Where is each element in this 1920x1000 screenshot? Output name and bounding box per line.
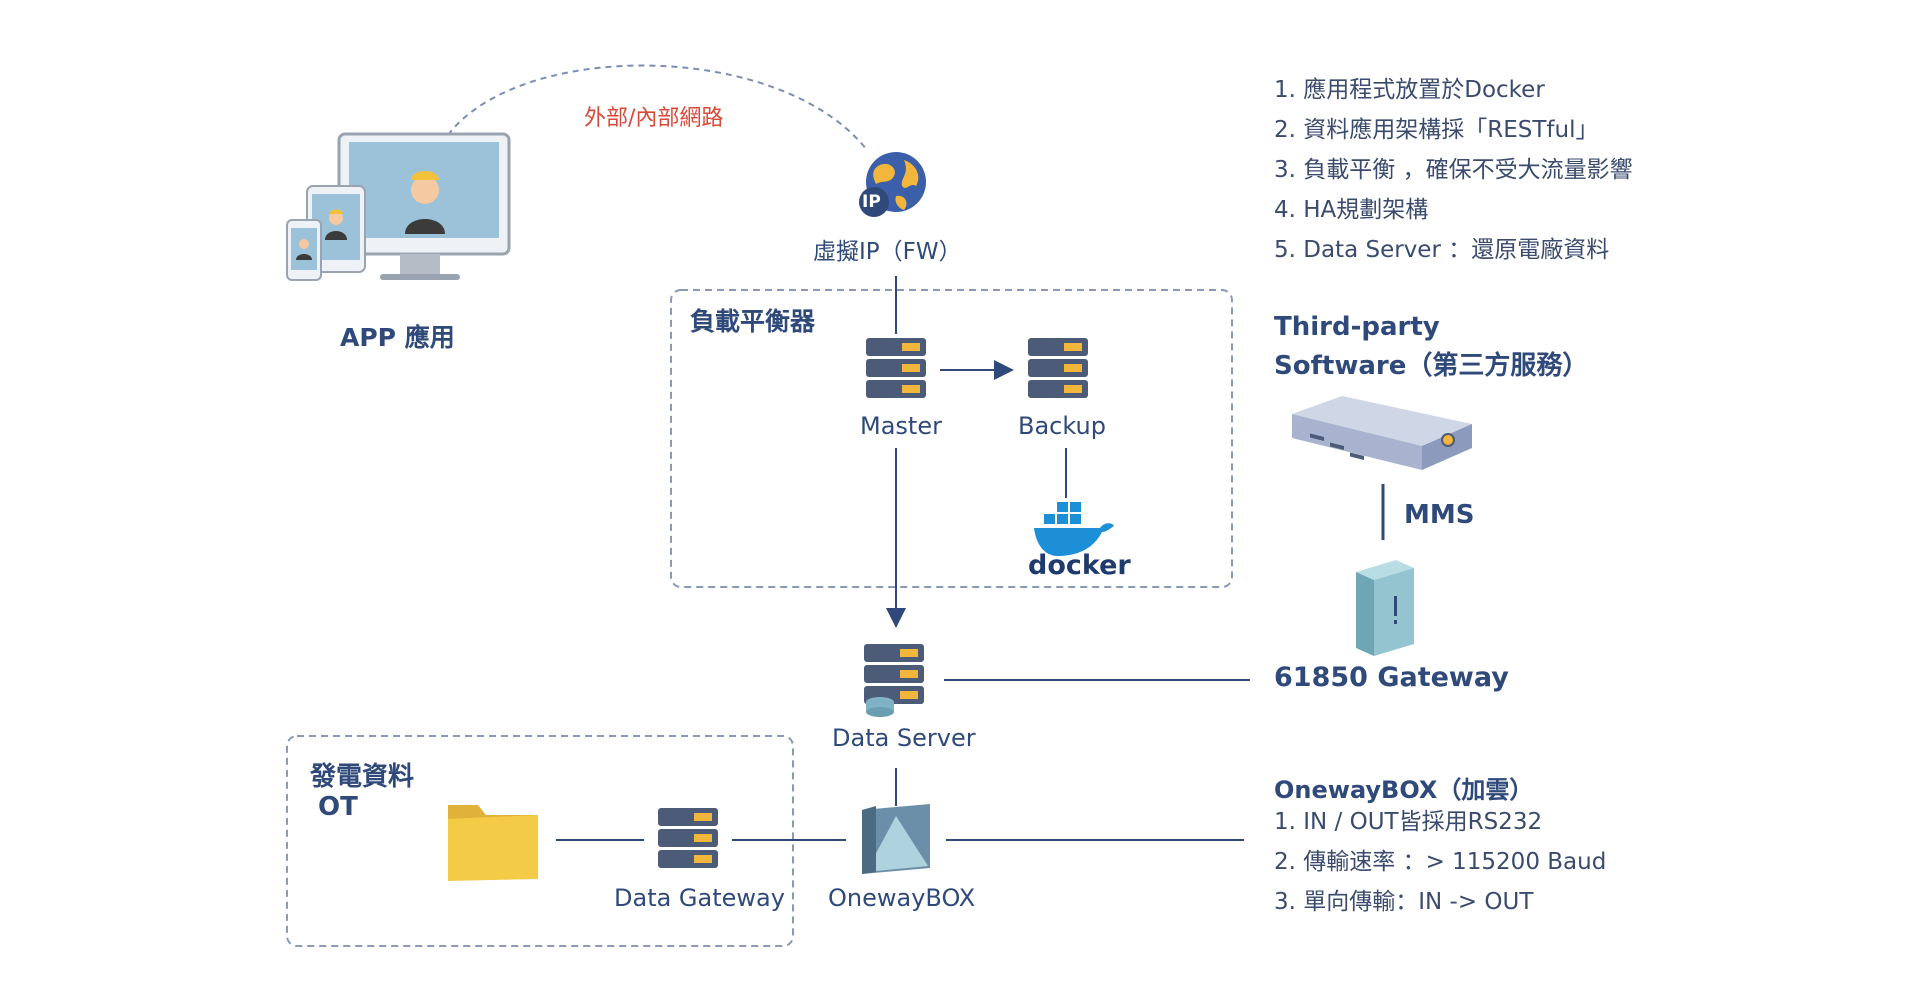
ip-badge: IP <box>862 192 881 212</box>
app-devices-icon <box>286 132 511 281</box>
data-gateway-server-icon <box>658 808 718 868</box>
load-balancer-title: 負載平衡器 <box>690 307 816 336</box>
gateway-61850-label: 61850 Gateway <box>1274 662 1509 693</box>
docker-icon <box>1034 502 1114 556</box>
master-label: Master <box>860 412 942 440</box>
app-label: APP 應用 <box>340 323 455 352</box>
onewaybox-note-item: 3. 單向傳輸：IN -> OUT <box>1274 889 1534 915</box>
vip-label: 虛擬IP（FW） <box>813 239 962 265</box>
backup-server-icon <box>1028 338 1088 398</box>
feature-item: 4. HA規劃架構 <box>1274 197 1429 223</box>
ot-title-line2: OT <box>318 792 358 822</box>
onewaybox-note-item: 1. IN / OUT皆採用RS232 <box>1274 809 1543 835</box>
backup-label: Backup <box>1018 412 1106 440</box>
feature-item: 2. 資料應用架構採「RESTful」 <box>1274 117 1599 143</box>
data-server-label: Data Server <box>832 724 976 752</box>
load-balancer-frame <box>670 289 1233 588</box>
onewaybox-notes-list: 1. IN / OUT皆採用RS232 2. 傳輸速率 ：> 115200 Ba… <box>1274 802 1606 922</box>
appliance-icon <box>1292 396 1472 470</box>
onewaybox-label: OnewayBOX <box>828 884 976 912</box>
master-server-icon <box>866 338 926 398</box>
feature-list: 1. 應用程式放置於Docker 2. 資料應用架構採「RESTful」 3. … <box>1274 70 1633 270</box>
docker-label: docker <box>1028 550 1131 581</box>
network-label: 外部/內部網路 <box>584 106 724 131</box>
data-server-icon <box>864 644 924 717</box>
onewaybox-icon <box>862 804 930 874</box>
folder-icon <box>448 805 538 881</box>
third-party-line2: Software（第三方服務） <box>1274 351 1589 381</box>
onewaybox-notes-title: OnewayBOX（加雲） <box>1274 776 1534 804</box>
network-arc <box>447 64 868 151</box>
onewaybox-note-item: 2. 傳輸速率 ：> 115200 Baud <box>1274 849 1607 875</box>
mms-label: MMS <box>1404 500 1475 530</box>
feature-item: 5. Data Server ：還原電廠資料 <box>1274 237 1610 263</box>
data-gateway-label: Data Gateway <box>614 884 785 912</box>
globe-icon <box>859 152 926 217</box>
feature-item: 1. 應用程式放置於Docker <box>1274 77 1545 103</box>
ot-title-line1: 發電資料 <box>310 762 415 792</box>
third-party-line1: Third-party <box>1274 312 1440 342</box>
ot-frame <box>286 735 794 947</box>
gateway-61850-icon <box>1356 560 1414 656</box>
feature-item: 3. 負載平衡 ，確保不受大流量影響 <box>1274 157 1633 183</box>
